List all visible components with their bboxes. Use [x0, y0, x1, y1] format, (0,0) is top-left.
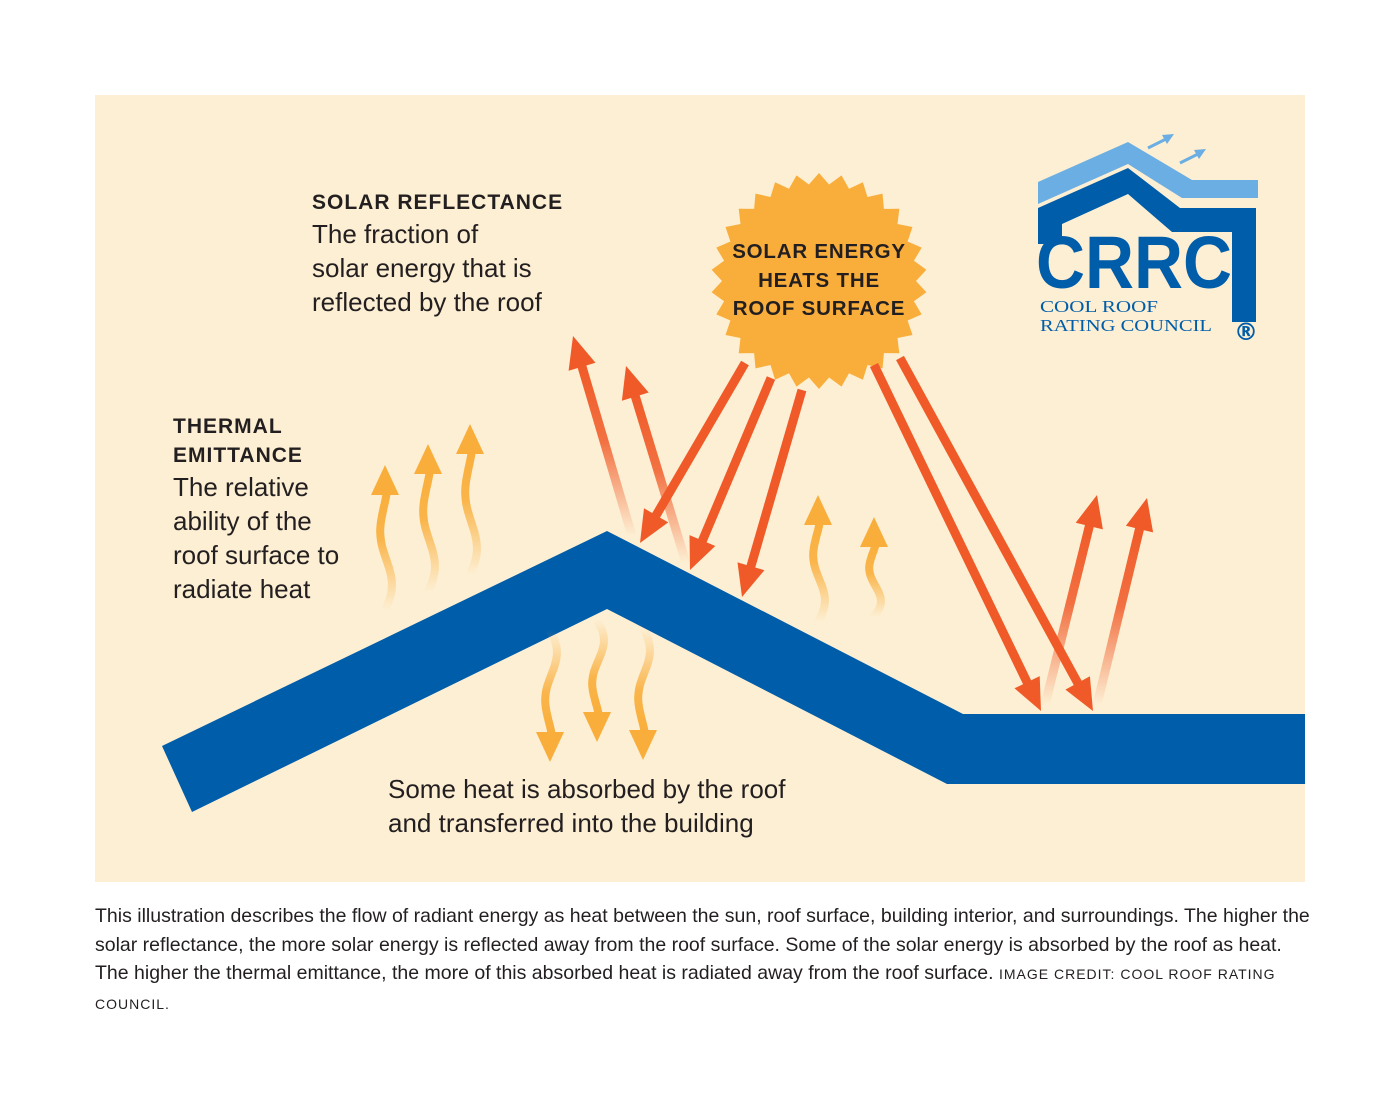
sun-caption-line-2: HEATS THE [758, 268, 880, 292]
logo-line-rating-council: RATING COUNCIL [1040, 316, 1212, 335]
solar-reflectance-line-1: The fraction of [312, 219, 479, 249]
solar-reflectance-label: SOLAR REFLECTANCE The fraction of solar … [312, 188, 642, 319]
thermal-emittance-line-2: ability of the [173, 506, 312, 536]
logo-wind-arrows [1147, 134, 1206, 165]
reflected-ray-arrow [1040, 495, 1103, 707]
absorbed-heat-arrow [629, 624, 657, 760]
figure-caption: This illustration describes the flow of … [95, 902, 1320, 1018]
solar-reflectance-line-2: solar energy that is [312, 253, 532, 283]
thermal-emittance-line-3: roof surface to [173, 540, 340, 570]
emitted-heat-arrow [414, 444, 442, 596]
logo-roof-light-band [1038, 142, 1258, 204]
thermal-emittance-heading: THERMAL EMITTANCE [173, 415, 303, 467]
sun-icon [711, 173, 927, 389]
emitted-heat-arrow [456, 424, 484, 579]
incoming-ray-arrow [689, 376, 776, 570]
reflected-ray-arrow [1092, 498, 1154, 707]
thermal-emittance-label: THERMAL EMITTANCE The relative ability o… [173, 412, 433, 606]
heat-wave-arrows [371, 424, 888, 762]
incoming-ray-arrow [737, 388, 807, 597]
reflected-ray-arrow [621, 366, 691, 565]
sun-caption: SOLAR ENERGY HEATS THE ROOF SURFACE [714, 238, 924, 324]
absorbed-heat-arrow [583, 616, 611, 742]
incoming-ray-arrow [869, 363, 1041, 711]
absorbed-heat-arrow [536, 626, 564, 762]
image-credit: IMAGE CREDIT: COOL ROOF RATING COUNCIL. [95, 966, 1276, 1012]
incoming-ray-arrow [896, 355, 1093, 711]
solar-reflectance-heading: SOLAR REFLECTANCE [312, 191, 564, 214]
emitted-heat-arrow [860, 517, 888, 621]
incoming-solar-rays [640, 355, 1093, 711]
reflected-ray-arrow [568, 336, 637, 538]
sun-caption-line-1: SOLAR ENERGY [732, 240, 906, 263]
emitted-heat-arrow [804, 495, 832, 626]
caption-text: This illustration describes the flow of … [95, 905, 1310, 984]
thermal-emittance-line-1: The relative [173, 472, 309, 502]
thermal-emittance-line-4: radiate heat [173, 574, 311, 604]
absorbed-heat-label: Some heat is absorbed by the roof and tr… [388, 772, 908, 840]
absorbed-heat-line-2: and transferred into the building [388, 808, 754, 838]
solar-reflectance-line-3: reflected by the roof [312, 287, 542, 317]
emitted-heat-arrow [371, 465, 399, 614]
roof-shape [162, 531, 1305, 812]
logo-registered-mark: ® [1234, 318, 1258, 346]
logo-house-outline [1038, 168, 1256, 322]
logo-line-cool-roof: COOL ROOF [1040, 297, 1158, 316]
crrc-logo: CRRC COOL ROOF RATING COUNCIL ® [1036, 134, 1258, 346]
reflected-solar-rays [568, 336, 1154, 707]
logo-acronym: CRRC [1036, 221, 1232, 304]
absorbed-heat-line-1: Some heat is absorbed by the roof [388, 774, 786, 804]
sun-caption-line-3: ROOF SURFACE [732, 297, 906, 320]
